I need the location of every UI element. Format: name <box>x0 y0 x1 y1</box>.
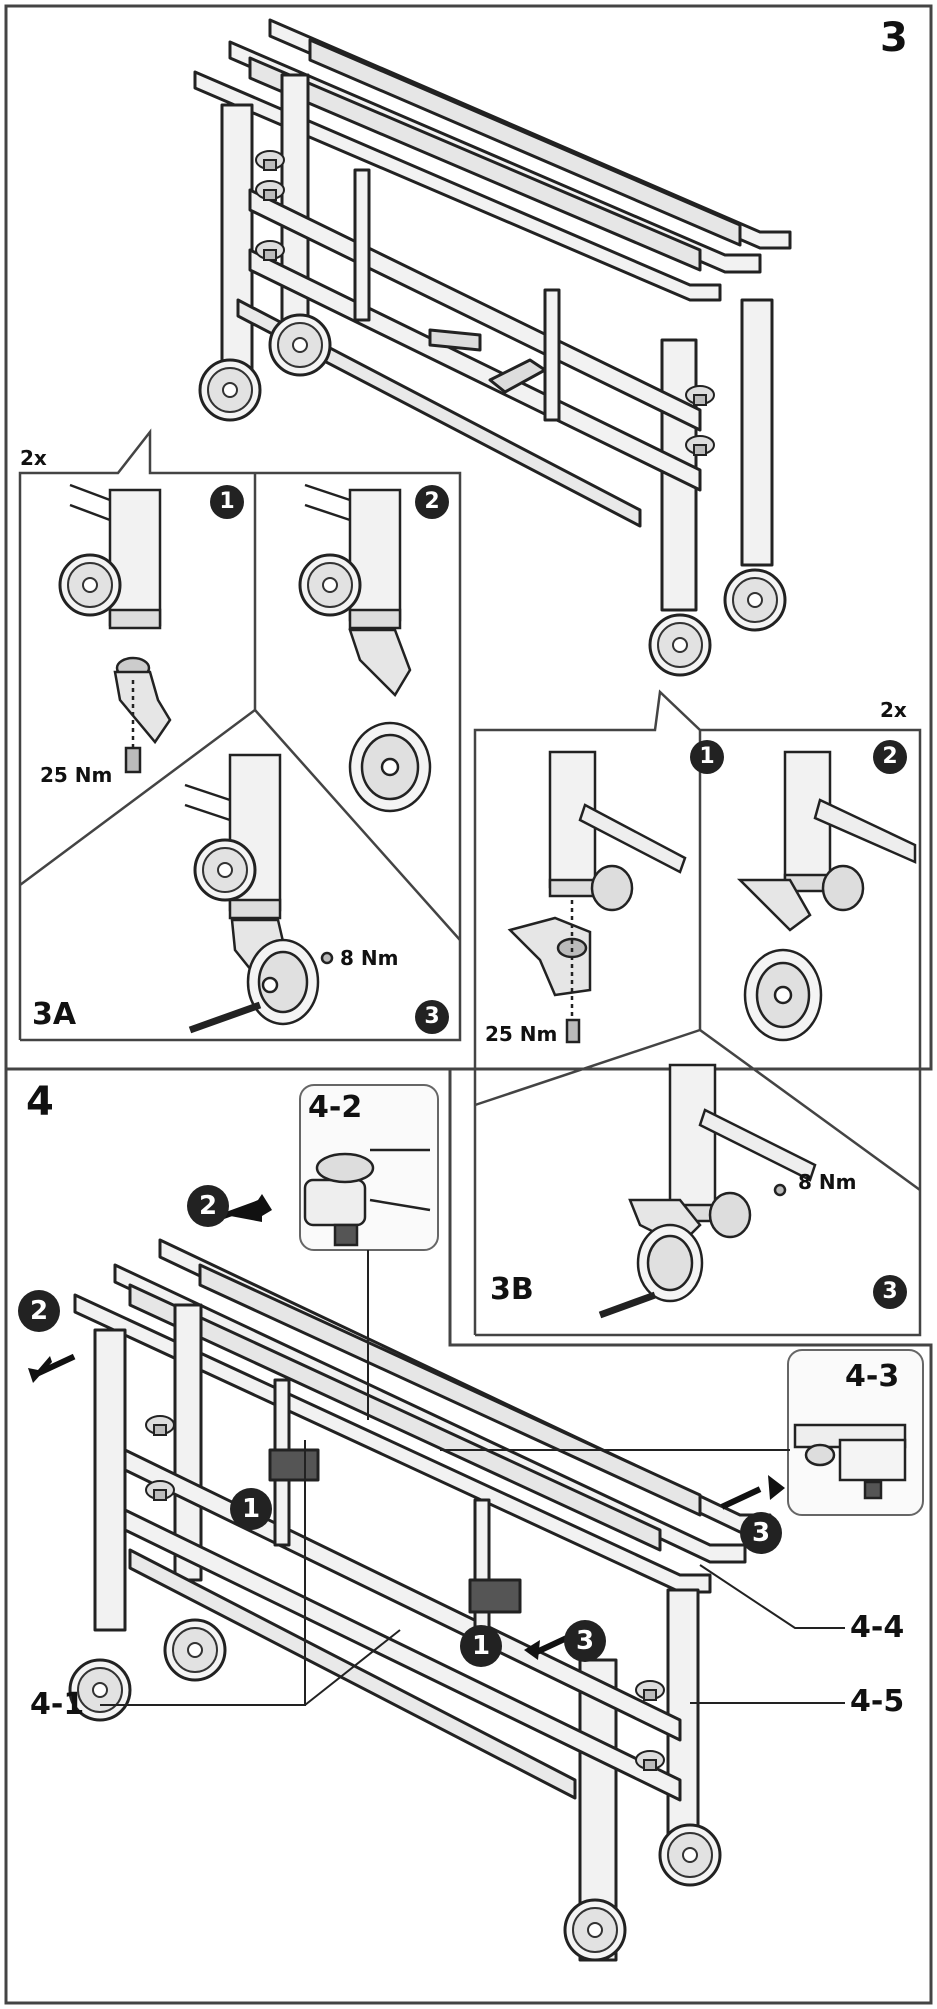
panel-3a-qty: 2x <box>20 446 47 470</box>
panel-3b-label: 3B <box>490 1272 534 1307</box>
step4-frame <box>4 1067 933 2005</box>
panel-3b-step1 <box>507 750 687 1044</box>
panel-3a-label: 3A <box>32 997 77 1032</box>
panel-3a-step3-marker: 3 <box>415 1000 449 1034</box>
panel-3b-frame <box>473 689 922 1337</box>
panel-3a-step3 <box>184 753 334 1034</box>
step4-trolley <box>73 1238 772 1962</box>
panel-3a-step2-marker: 2 <box>415 485 449 519</box>
step3-number: 3 <box>880 15 908 61</box>
step4-marker-1-left: 1 <box>230 1488 272 1530</box>
leader-lines <box>100 1250 845 1706</box>
panel-3a-step1-marker: 1 <box>210 485 244 519</box>
panel-3b-step2 <box>736 750 917 1042</box>
panel-3a-step2 <box>298 483 432 813</box>
step4-marker-3-center: 3 <box>564 1620 606 1662</box>
step4-marker-2-left: 2 <box>18 1290 60 1332</box>
panel-3b-step2-marker: 2 <box>873 740 907 774</box>
panel-3a-frame <box>18 428 462 1042</box>
callout-4-1: 4-1 <box>30 1687 85 1722</box>
panel-3b-step3-marker: 3 <box>873 1275 907 1309</box>
panel-3b-torque-stem: 25 Nm <box>485 1022 558 1046</box>
panel-3a-torque-stem: 25 Nm <box>40 763 113 787</box>
callout-4-3: 4-3 <box>845 1359 900 1394</box>
step3-trolley <box>193 18 792 612</box>
callout-4-4: 4-4 <box>850 1610 905 1645</box>
step4-marker-1-center: 1 <box>460 1625 502 1667</box>
panel-3b-torque-axle: 8 Nm <box>798 1170 857 1194</box>
callout-4-5: 4-5 <box>850 1684 905 1719</box>
step4-marker-2-right: 2 <box>187 1185 229 1227</box>
step4-wheels <box>68 1618 722 1962</box>
step4-number: 4 <box>26 1079 54 1125</box>
panel-3a-torque-axle: 8 Nm <box>340 946 399 970</box>
panel-3a-step1 <box>58 483 172 774</box>
panel-3b-qty: 2x <box>880 698 907 722</box>
motion-arrows <box>28 1194 785 1660</box>
panel-3b-step1-marker: 1 <box>690 740 724 774</box>
panel-3b-step3 <box>598 1063 817 1319</box>
step3-frame <box>4 4 933 1071</box>
step4-marker-3-right: 3 <box>740 1512 782 1554</box>
callout-4-2: 4-2 <box>308 1090 363 1125</box>
